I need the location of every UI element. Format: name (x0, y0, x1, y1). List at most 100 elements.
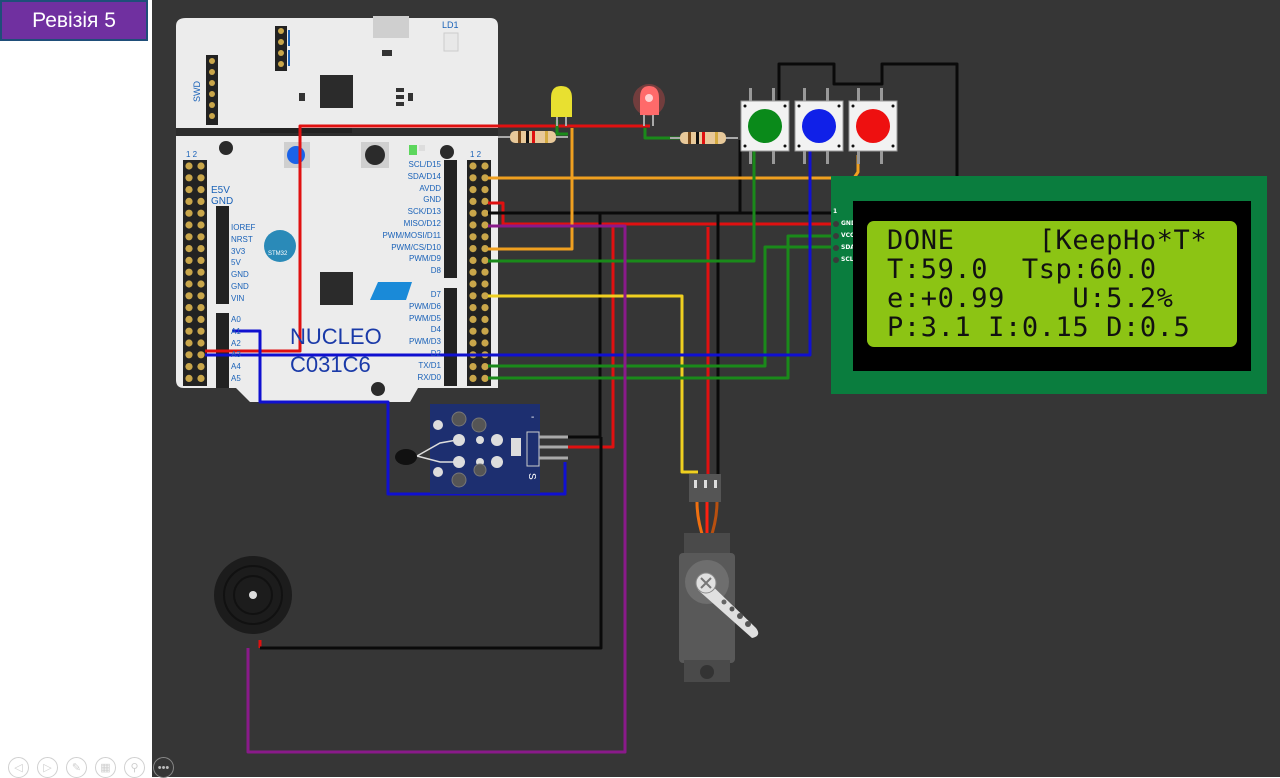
header-pin[interactable] (197, 374, 205, 382)
header-pin[interactable] (197, 315, 205, 323)
header-pin[interactable] (481, 209, 489, 217)
header-pin[interactable] (185, 280, 193, 288)
zoom-button[interactable]: ⚲ (124, 757, 145, 778)
header-pin[interactable] (481, 304, 489, 312)
header-pin[interactable] (197, 292, 205, 300)
header-pin[interactable] (469, 162, 477, 170)
temperature-sensor-module[interactable]: S - (395, 404, 568, 494)
header-pin[interactable] (469, 221, 477, 229)
lcd-pin-sda[interactable]: SDA (831, 242, 856, 254)
header-pin[interactable] (469, 209, 477, 217)
header-pin[interactable] (481, 186, 489, 194)
resistor-1[interactable] (498, 131, 568, 143)
red-pushbutton[interactable] (848, 88, 898, 164)
header-pin[interactable] (185, 233, 193, 241)
reset-button[interactable] (365, 145, 385, 165)
header-pin[interactable] (197, 339, 205, 347)
header-pin[interactable] (481, 327, 489, 335)
more-options-button[interactable]: ••• (153, 757, 174, 778)
buzzer[interactable] (214, 556, 292, 634)
header-pin[interactable] (481, 197, 489, 205)
header-pin[interactable] (185, 186, 193, 194)
header-pin[interactable] (197, 256, 205, 264)
header-pin[interactable] (197, 186, 205, 194)
green-pushbutton[interactable] (740, 88, 790, 164)
header-pin[interactable] (481, 374, 489, 382)
header-pin[interactable] (481, 315, 489, 323)
header-pin[interactable] (469, 268, 477, 276)
header-pin[interactable] (185, 221, 193, 229)
header-pin[interactable] (197, 327, 205, 335)
header-pin[interactable] (469, 363, 477, 371)
header-pin[interactable] (481, 363, 489, 371)
header-pin[interactable] (481, 268, 489, 276)
header-pin[interactable] (469, 315, 477, 323)
header-pin[interactable] (185, 304, 193, 312)
resistor-2[interactable] (670, 132, 738, 144)
header-pin[interactable] (469, 339, 477, 347)
header-pin[interactable] (197, 363, 205, 371)
pin-label: TX/D1 (418, 360, 441, 370)
header-pin[interactable] (185, 327, 193, 335)
header-pin[interactable] (185, 363, 193, 371)
header-pin[interactable] (185, 174, 193, 182)
header-pin[interactable] (469, 186, 477, 194)
header-pin[interactable] (185, 245, 193, 253)
stm32-logo-text: STM32 (268, 251, 288, 257)
lcd-display-module[interactable]: 1 GND VCC SDA SCL DONE [KeepHo*T* T:59.0… (831, 176, 1267, 394)
header-pin[interactable] (185, 209, 193, 217)
header-pin[interactable] (185, 374, 193, 382)
header-pin[interactable] (197, 197, 205, 205)
header-pin[interactable] (469, 292, 477, 300)
header-pin[interactable] (197, 268, 205, 276)
header-pin[interactable] (185, 197, 193, 205)
header-pin[interactable] (197, 221, 205, 229)
header-pin[interactable] (481, 233, 489, 241)
header-pin[interactable] (185, 162, 193, 170)
red-led[interactable] (633, 84, 665, 126)
header-pin[interactable] (197, 233, 205, 241)
header-pin[interactable] (197, 304, 205, 312)
header-pin[interactable] (469, 197, 477, 205)
header-pin[interactable] (469, 233, 477, 241)
header-pin[interactable] (481, 280, 489, 288)
header-pin[interactable] (185, 351, 193, 359)
next-slide-button[interactable]: ▷ (37, 757, 58, 778)
header-pin[interactable] (469, 374, 477, 382)
header-pin[interactable] (197, 280, 205, 288)
header-pin[interactable] (197, 245, 205, 253)
header-pin[interactable] (481, 221, 489, 229)
header-pin[interactable] (481, 292, 489, 300)
previous-slide-button[interactable]: ◁ (8, 757, 29, 778)
header-pin[interactable] (469, 280, 477, 288)
lcd-pin-scl[interactable]: SCL (831, 254, 856, 266)
header-pin[interactable] (469, 327, 477, 335)
header-pin[interactable] (469, 304, 477, 312)
header-pin[interactable] (185, 268, 193, 276)
nucleo-board[interactable] (176, 16, 498, 402)
user-button[interactable] (287, 146, 305, 164)
header-pin[interactable] (197, 174, 205, 182)
blue-pushbutton[interactable] (794, 88, 844, 164)
header-pin[interactable] (185, 339, 193, 347)
header-pin[interactable] (469, 174, 477, 182)
see-all-slides-button[interactable]: ▦ (95, 757, 116, 778)
header-pin[interactable] (197, 351, 205, 359)
header-pin[interactable] (469, 245, 477, 253)
header-pin[interactable] (197, 162, 205, 170)
lcd-pin-gnd[interactable]: GND (831, 218, 856, 230)
pen-tool-button[interactable]: ✎ (66, 757, 87, 778)
servo-motor[interactable] (679, 474, 759, 682)
header-pin[interactable] (481, 174, 489, 182)
yellow-led[interactable] (551, 86, 572, 126)
header-pin[interactable] (481, 245, 489, 253)
header-pin[interactable] (185, 256, 193, 264)
header-pin[interactable] (185, 292, 193, 300)
header-pin[interactable] (481, 339, 489, 347)
header-pin[interactable] (185, 315, 193, 323)
header-pin[interactable] (197, 209, 205, 217)
header-pin[interactable] (481, 162, 489, 170)
header-pin[interactable] (481, 256, 489, 264)
header-pin[interactable] (469, 256, 477, 264)
lcd-pin-vcc[interactable]: VCC (831, 230, 856, 242)
